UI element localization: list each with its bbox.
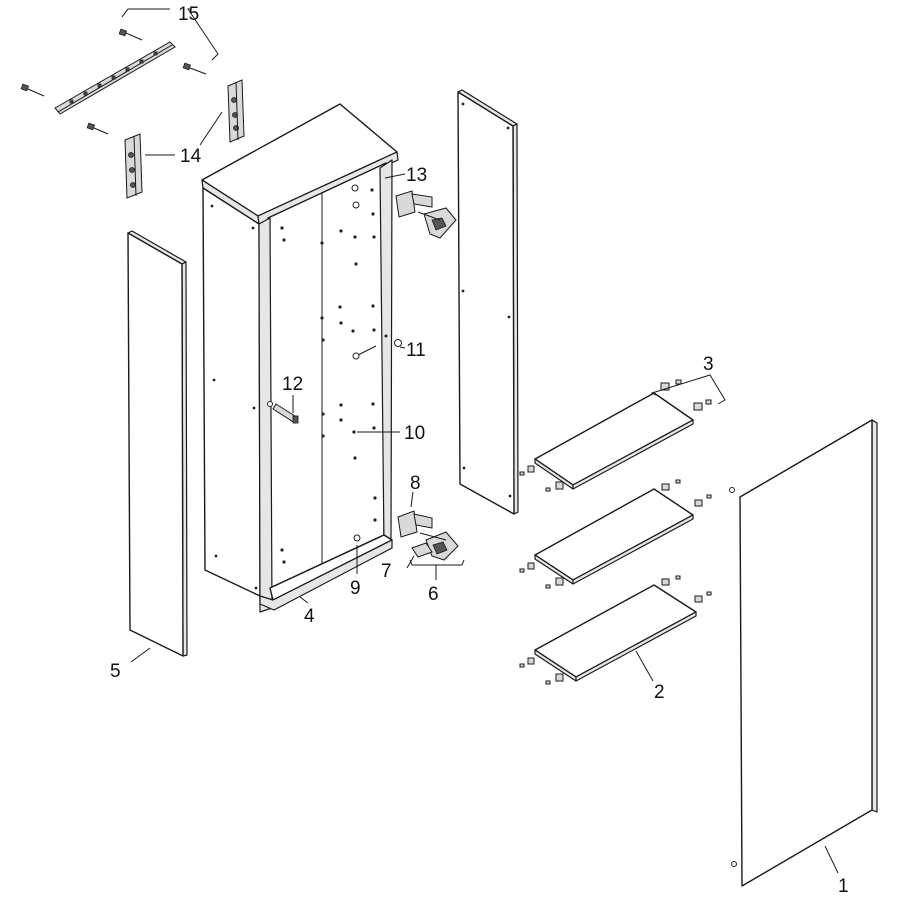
wall-rail-kit — [20, 28, 207, 135]
cam-connector — [352, 334, 402, 360]
callout-4: 4 — [304, 606, 315, 627]
suspension-bracket-right — [227, 79, 245, 143]
shelf-middle — [519, 479, 712, 589]
cabinet-body — [201, 103, 399, 613]
callout-14: 14 — [180, 146, 202, 167]
callout-2: 2 — [654, 682, 665, 703]
door-panel — [729, 419, 878, 887]
callout-5: 5 — [110, 661, 121, 682]
hinge-cover — [411, 542, 433, 558]
callout-labels: 15 14 13 11 12 10 8 7 9 6 4 5 3 2 1 — [110, 4, 849, 897]
left-side-panel — [127, 230, 188, 657]
callout-1: 1 — [838, 876, 849, 897]
callout-11: 11 — [406, 340, 426, 361]
callout-15: 15 — [178, 4, 199, 25]
callout-12: 12 — [282, 374, 303, 395]
callout-7: 7 — [381, 561, 392, 582]
shelf-top — [519, 392, 694, 492]
callout-9: 9 — [350, 578, 361, 599]
callout-13: 13 — [406, 165, 427, 186]
callout-8: 8 — [410, 473, 421, 494]
wall-screw — [118, 28, 143, 41]
wall-plug — [20, 83, 45, 97]
callout-6: 6 — [428, 584, 439, 605]
callout-3: 3 — [703, 354, 714, 375]
suspension-bracket-left — [124, 133, 143, 199]
shelf-supports — [660, 379, 712, 411]
rail-slots — [69, 51, 158, 104]
hinge-upper — [395, 190, 457, 239]
hinge-lower — [397, 510, 459, 561]
connector-rod — [267, 401, 299, 424]
shelf-bottom — [519, 575, 712, 685]
callout-10: 10 — [404, 423, 425, 444]
wall-plug — [86, 122, 109, 135]
wall-screw — [182, 62, 207, 75]
leader-lines — [121, 8, 839, 874]
cabinet-left-side — [202, 187, 261, 597]
right-side-panel — [457, 89, 519, 515]
